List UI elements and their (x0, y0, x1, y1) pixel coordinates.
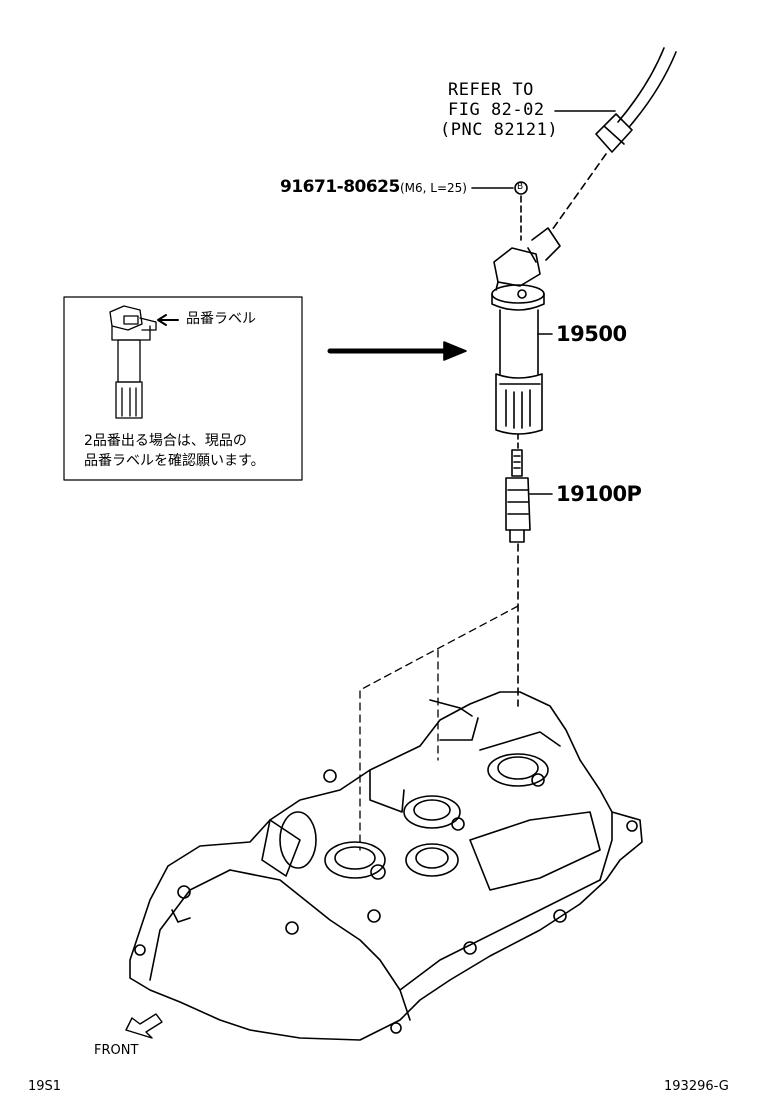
guide-lines (359, 605, 519, 851)
bolt-marker-letter: B (517, 182, 524, 192)
front-label: FRONT (94, 1043, 139, 1058)
bolt-spec: (M6, L=25) (400, 181, 467, 195)
coil-part-number: 19500 (556, 322, 627, 346)
inset-label-callout: 品番ラベル (186, 311, 256, 327)
refer-line-2: FIG 82-02 (448, 100, 545, 120)
refer-line-1: REFER TO (448, 80, 534, 100)
direction-arrow (327, 341, 467, 361)
inset-note-line-2: 品番ラベルを確認願います。 (84, 453, 265, 469)
inset-note-line-1: 2品番出る場合は、現品の (84, 433, 247, 449)
spark-plug (505, 433, 531, 707)
footer-right-code: 193296-G (664, 1079, 729, 1094)
footer-left-code: 19S1 (28, 1079, 62, 1094)
bolt-part-number: 91671-80625 (280, 177, 400, 197)
inset-coil-sketch (109, 305, 157, 419)
bolt-marker-circle (514, 181, 528, 195)
inset-box (63, 296, 303, 481)
connector-wire (551, 47, 677, 231)
front-arrow-icon (125, 1013, 163, 1039)
plug-part-number: 19100P (556, 482, 642, 506)
label-arrow (157, 314, 179, 326)
cylinder-head-cover (129, 691, 643, 1041)
ignition-coil (491, 227, 561, 435)
refer-line-3: (PNC 82121) (440, 120, 559, 140)
